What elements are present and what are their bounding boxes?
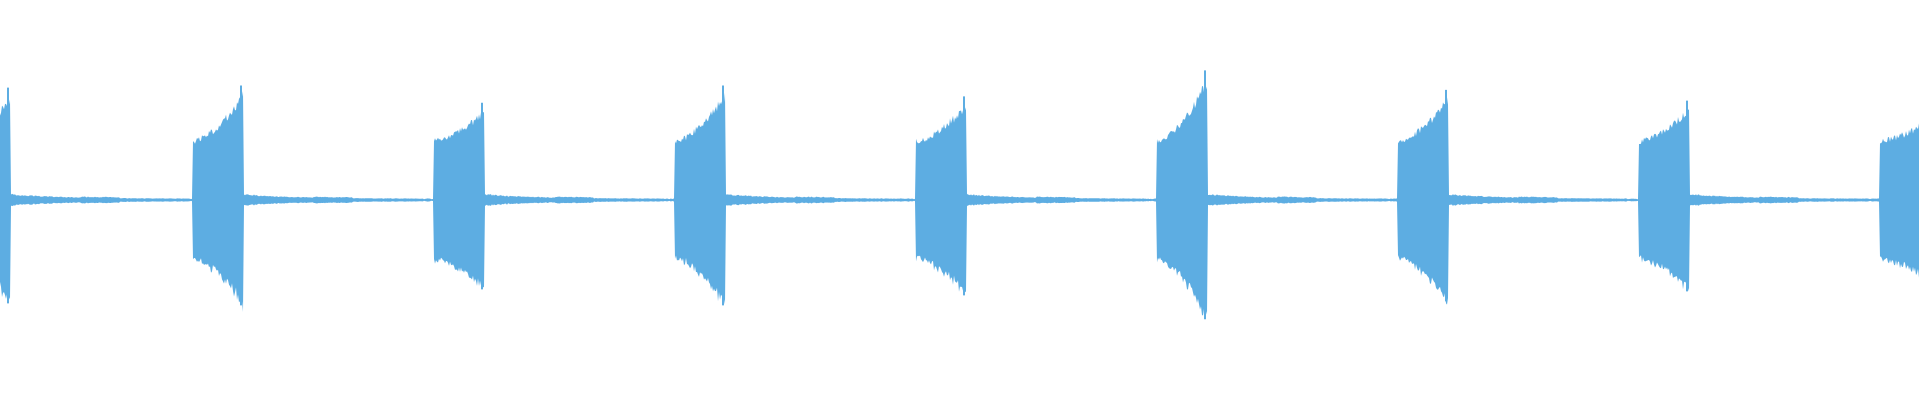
waveform-fill xyxy=(0,86,1919,316)
